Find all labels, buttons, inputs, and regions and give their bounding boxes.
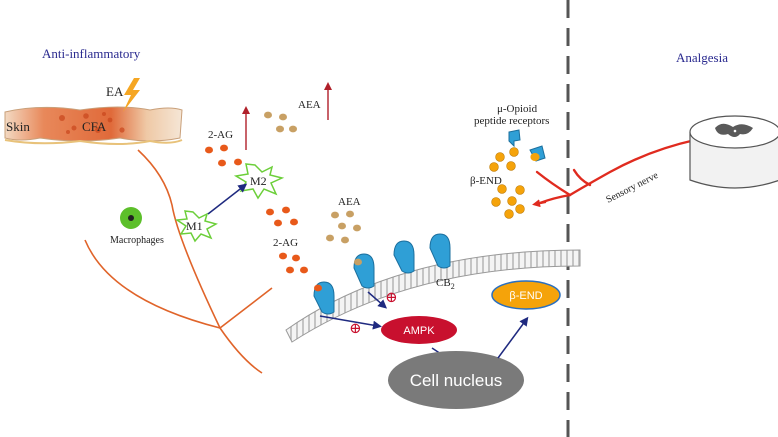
opioid-receptor-upper [508,129,521,148]
nerve-end-arrow [532,199,547,208]
m1-to-m2-arrow [207,183,248,215]
cb2-activation-arrow-2 [319,315,382,330]
analgesia-title: Analgesia [676,50,728,65]
m1-cell [174,210,218,243]
ag-top-label: 2-AG [208,129,233,141]
spinal-cord-icon [689,115,778,189]
skin-tissue [4,106,183,145]
anti-inflammatory-title: Anti-inflammatory [42,46,141,61]
bracket-lower [84,239,273,329]
m1-label: M1 [186,219,203,233]
cb2-label: CB2 [436,277,455,291]
cell-nucleus [388,351,524,409]
aea-top-dots [264,111,297,133]
opioid-receptor-label-line1: μ-Opioid [497,103,538,115]
ag-mid-dots-lower [279,252,308,274]
cb2-activation-arrow-1 [367,291,388,309]
beta-end-dots-upper [489,147,519,172]
nucleus-to-beta-end-arrow [497,316,529,359]
aea-mid-label: AEA [338,196,361,208]
cell-nucleus-label: Cell nucleus [410,371,503,390]
beta-end-label: β-END [470,175,502,187]
beta-end-node [491,280,561,310]
beta-end-dots-lower [491,184,525,219]
bracket-upper [137,149,263,374]
m2-cell [233,163,285,200]
beta-end-node-label: β-END [509,290,542,302]
ampk-label: AMPK [403,325,435,337]
bound-beta-end-dot [530,153,540,161]
ag-mid-dots-upper [266,206,298,227]
aea-mid-dots [326,210,361,244]
macrophages-label: Macrophages [110,235,164,246]
cfa-label: CFA [82,119,107,134]
ampk-node [381,316,457,344]
sensory-nerve-label: Sensory nerve [604,170,660,206]
macrophage-nucleus [128,215,134,221]
plus-symbol-2: ⊕ [349,321,362,337]
bound-ag-dot [314,284,322,292]
ea-label: EA [106,84,124,99]
skin-label: Skin [6,119,30,134]
aea-top-label: AEA [298,99,321,111]
ag-mid-label: 2-AG [273,237,298,249]
bound-aea-dot [354,258,362,266]
ag-top-dots [205,144,242,167]
plus-symbol-1: ⊕ [385,290,398,306]
m2-label: M2 [250,174,267,188]
lightning-bolt-icon [123,78,140,112]
opioid-receptor-label-line2: peptide receptors [474,115,549,127]
